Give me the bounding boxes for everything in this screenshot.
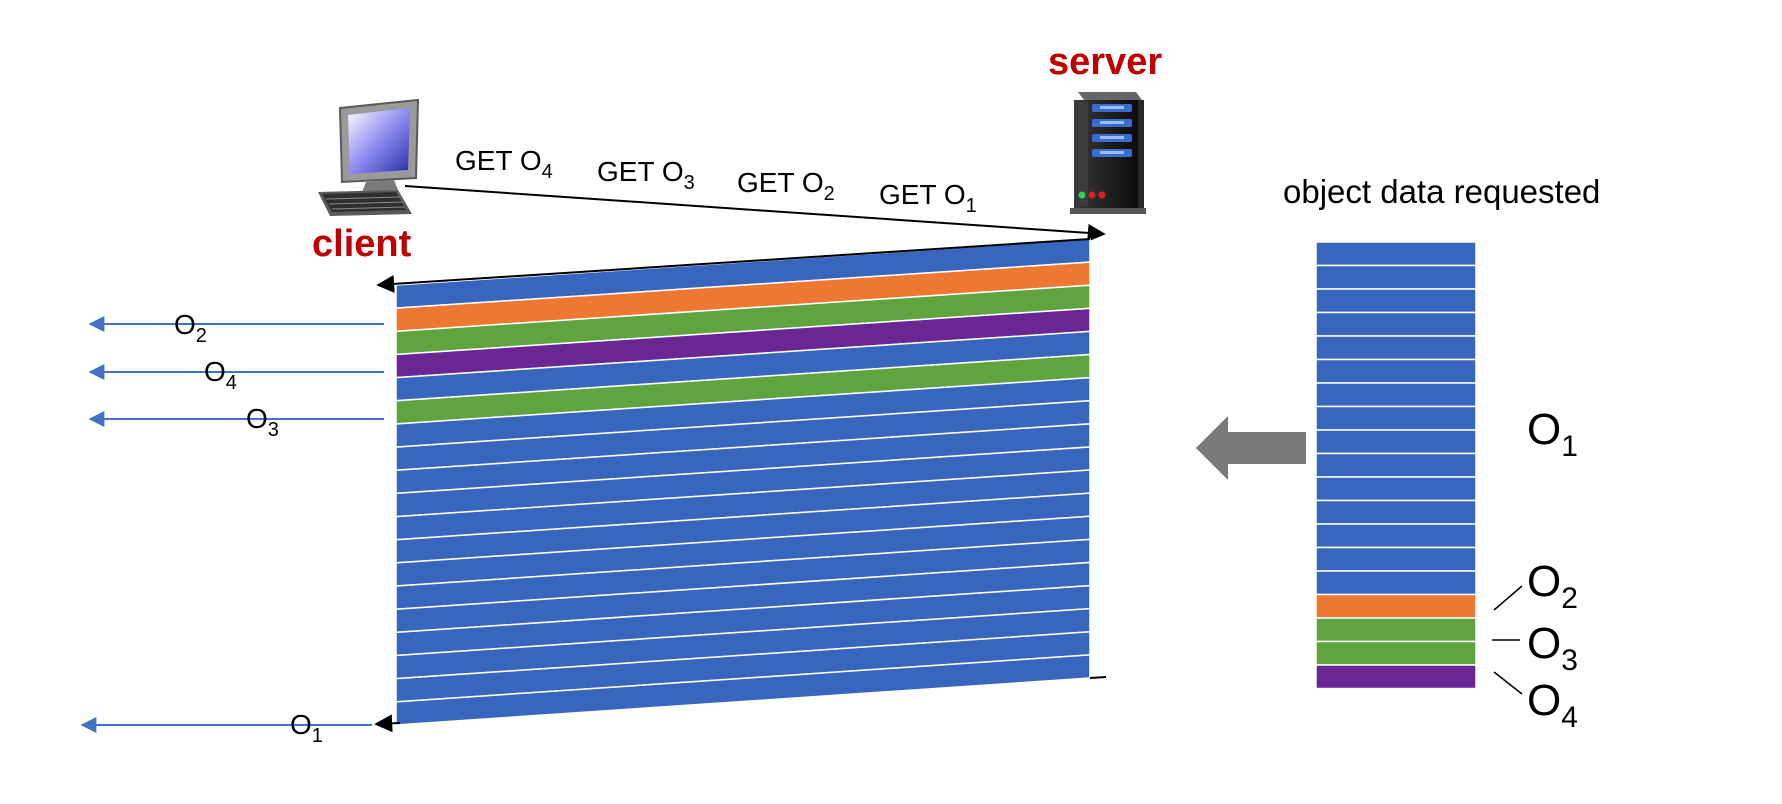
object-cell-blue: [1315, 264, 1477, 290]
gray-left-arrow: [1196, 416, 1306, 480]
object-cell-blue: [1315, 311, 1477, 337]
legend-title: object data requested: [1283, 173, 1600, 210]
object-cell-blue: [1315, 241, 1477, 267]
delivery-arrows: O2 O4 O3 O1: [80, 309, 384, 747]
object-cell-purple: [1315, 664, 1477, 690]
server-icon: [1070, 92, 1146, 214]
response-stream: [395, 238, 1091, 726]
request-label-o4: GET O4: [455, 145, 553, 183]
object-cell-blue: [1315, 452, 1477, 478]
object-cell-blue: [1315, 476, 1477, 502]
response-top-arrow: [376, 238, 1091, 293]
object-data-stack: [1315, 241, 1477, 690]
object-cell-blue: [1315, 382, 1477, 408]
client-label: client: [312, 223, 412, 265]
legend-leader-o2: [1493, 585, 1523, 611]
object-cell-blue: [1315, 523, 1477, 549]
legend-labels: O1 O2 O3 O4: [1492, 405, 1578, 734]
delivered-label-o3: O3: [246, 403, 279, 441]
object-cell-blue: [1315, 429, 1477, 455]
object-cell-green: [1315, 617, 1477, 643]
request-label-o2: GET O2: [737, 167, 835, 205]
object-cell-orange: [1315, 593, 1477, 619]
object-cell-blue: [1315, 288, 1477, 314]
legend-label-o1: O1: [1527, 405, 1578, 463]
legend-label-o4: O4: [1527, 676, 1578, 734]
legend-label-o3: O3: [1527, 619, 1578, 677]
object-cell-blue: [1315, 546, 1477, 572]
request-arrow: [404, 185, 1106, 242]
computer-icon: [318, 98, 420, 216]
object-cell-blue: [1315, 335, 1477, 361]
legend-leader-o4: [1493, 671, 1523, 695]
object-cell-blue: [1315, 405, 1477, 431]
object-cell-blue: [1315, 358, 1477, 384]
response-tail-line: [1089, 676, 1107, 679]
request-labels: GET O4 GET O3 GET O2 GET O1: [455, 145, 977, 217]
legend-label-o2: O2: [1527, 557, 1578, 615]
server-label: server: [1048, 41, 1162, 83]
request-label-o1: GET O1: [879, 179, 977, 217]
delivered-label-o1: O1: [290, 709, 323, 747]
response-bottom-arrow: [374, 714, 401, 733]
object-cell-blue: [1315, 499, 1477, 525]
object-cell-blue: [1315, 570, 1477, 596]
object-cell-green: [1315, 640, 1477, 666]
delivered-label-o4: O4: [204, 356, 237, 394]
delivered-label-o2: O2: [174, 309, 207, 347]
request-label-o3: GET O3: [597, 156, 695, 194]
